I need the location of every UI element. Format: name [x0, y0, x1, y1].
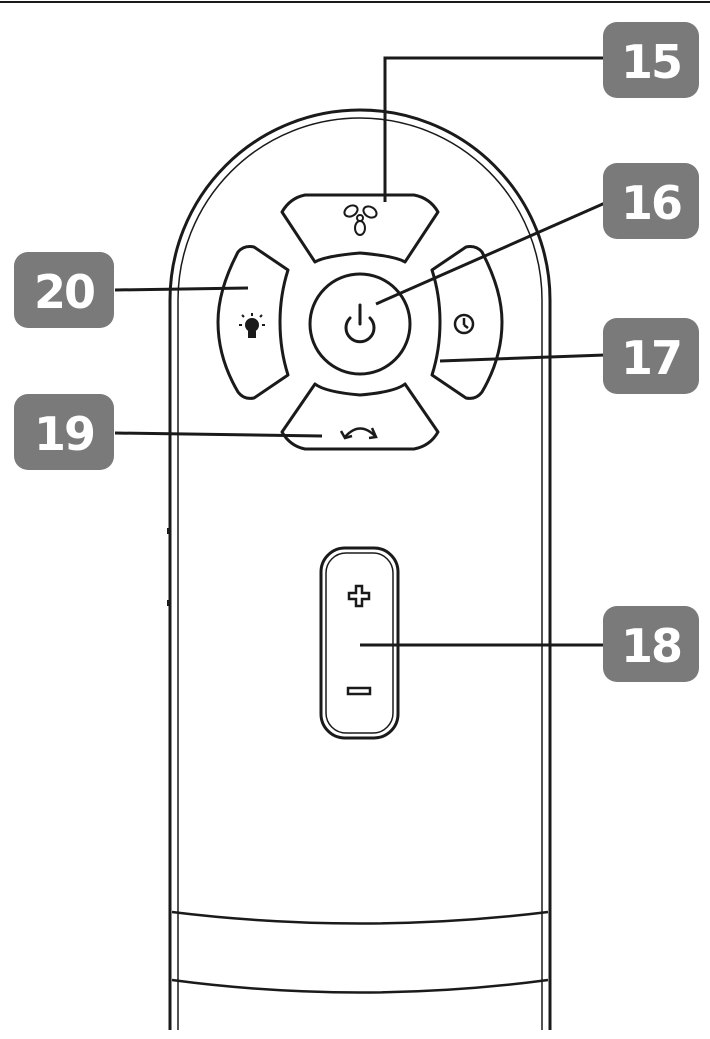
- leader-20: [114, 286, 249, 292]
- callout-17: 17: [603, 318, 699, 394]
- timer-button[interactable]: [430, 245, 504, 400]
- callout-15-label: 15: [621, 35, 681, 89]
- speed-rocker[interactable]: [319, 546, 400, 740]
- callout-17-label: 17: [621, 331, 681, 385]
- callout-19: 19: [14, 394, 114, 470]
- callout-15: 15: [603, 22, 699, 98]
- plus-icon: [347, 584, 371, 608]
- callout-20-label: 20: [34, 265, 94, 319]
- light-button[interactable]: [216, 245, 290, 400]
- leader-15: [383, 56, 605, 202]
- callout-19-label: 19: [34, 407, 94, 461]
- remote-body: [167, 108, 552, 1030]
- minus-icon: [346, 686, 372, 696]
- leader-19: [114, 431, 323, 438]
- leader-lines: [114, 56, 606, 647]
- power-icon: [344, 303, 376, 344]
- direction-button[interactable]: [280, 382, 440, 451]
- callout-20: 20: [14, 252, 114, 328]
- leader-16: [375, 201, 606, 306]
- light-bulb-icon: [239, 313, 265, 338]
- callout-16-label: 16: [621, 176, 681, 230]
- callout-16: 16: [603, 163, 699, 239]
- fan-button[interactable]: [280, 193, 440, 264]
- reverse-arrow-icon: [339, 427, 378, 440]
- fan-icon: [343, 204, 378, 236]
- timer-icon: [453, 313, 475, 335]
- callout-18: 18: [603, 606, 699, 682]
- leader-17: [439, 353, 606, 363]
- callout-18-label: 18: [621, 619, 681, 673]
- power-button[interactable]: [308, 272, 412, 376]
